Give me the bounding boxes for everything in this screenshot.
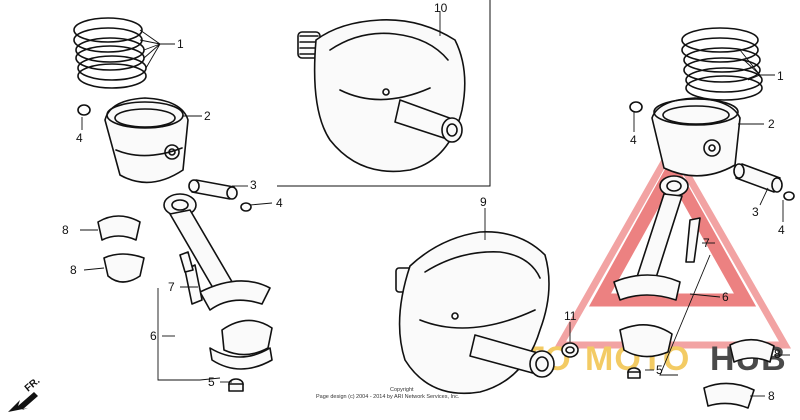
front-direction-label: FR. (23, 375, 43, 394)
callout-11: 11 (564, 309, 577, 323)
callout-5-right: 5 (656, 363, 663, 377)
connecting-rod-left (163, 193, 271, 311)
piston-pin-clip-left (240, 202, 252, 212)
piston-rings-right (681, 27, 763, 101)
piston-pin-clip-right-top (629, 101, 643, 113)
front-direction-arrow-icon (8, 392, 38, 412)
rod-nut-right (627, 367, 641, 379)
inset-frame (277, 0, 491, 187)
connecting-rod-cap-right (619, 324, 673, 358)
callout-8-left-bottom: 8 (70, 263, 77, 277)
bearing-shell-left-lower (103, 253, 145, 283)
crank-bearing-11 (561, 342, 579, 358)
callout-4-right-pin: 4 (778, 223, 785, 237)
callout-1-right: 1 (777, 69, 784, 83)
piston-left (104, 97, 189, 184)
callout-2-right: 2 (768, 117, 775, 131)
piston-pin-left (188, 179, 238, 200)
callout-4-left-pin: 4 (276, 196, 283, 210)
callout-3-left: 3 (250, 178, 257, 192)
callout-4-left-top: 4 (76, 131, 83, 145)
piston-pin-right (733, 163, 783, 193)
callout-8-left-top: 8 (62, 223, 69, 237)
rod-nut-left (228, 378, 244, 392)
bearing-shell-right-upper (729, 338, 775, 363)
callout-9: 9 (480, 195, 487, 209)
copyright-line-1: Copyright (390, 387, 414, 393)
callout-7-right: 7 (703, 236, 710, 250)
callout-4-right-top: 4 (630, 133, 637, 147)
bearing-shell-right-lower (703, 382, 755, 409)
connecting-rod-cap-left (209, 319, 273, 370)
piston-pin-clip-left-top (77, 104, 91, 116)
callout-7-left: 7 (168, 280, 175, 294)
callout-8-right-bottom: 8 (768, 389, 775, 403)
piston-right (651, 97, 741, 177)
callout-2-left: 2 (204, 109, 211, 123)
callout-3-right: 3 (752, 205, 759, 219)
bearing-shell-left-upper (97, 215, 141, 241)
callout-5-left: 5 (208, 375, 215, 389)
copyright-line-2: Page design (c) 2004 - 2014 by ARI Netwo… (316, 394, 460, 400)
callout-8-right-top: 8 (774, 347, 781, 361)
callout-6-right: 6 (722, 290, 729, 304)
piston-rings-left (73, 17, 147, 89)
callout-1-left: 1 (177, 37, 184, 51)
piston-pin-clip-right (783, 191, 795, 201)
leader-lines (80, 11, 790, 397)
crankshaft-9 (395, 231, 555, 395)
crankshaft-10 (297, 19, 466, 173)
callout-10: 10 (434, 1, 448, 15)
callout-6-left: 6 (150, 329, 157, 343)
connecting-rod-right (613, 175, 701, 301)
